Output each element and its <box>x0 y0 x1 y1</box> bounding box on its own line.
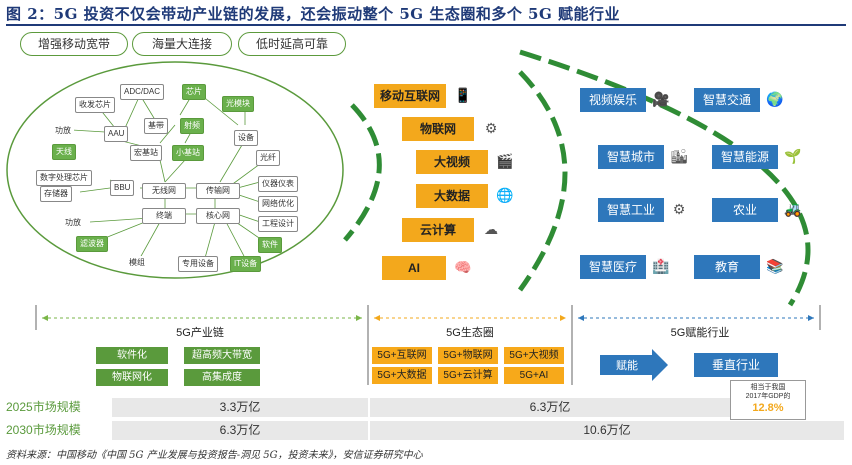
medical-icon: 🏥 <box>652 258 670 274</box>
chain-btn-iot: 物联网化 <box>96 369 168 386</box>
node-pa1: 功放 <box>52 124 74 138</box>
node-filter: 滤波器 <box>76 236 108 252</box>
node-net-opt: 网络优化 <box>258 196 298 212</box>
app-smart-medical: 智慧医疗 <box>580 255 646 279</box>
chain-btn-bandwidth: 超高频大带宽 <box>184 347 260 364</box>
node-it-equip: IT设备 <box>230 256 262 272</box>
eco-btn-bigdata: 5G+大数据 <box>372 367 432 384</box>
node-software: 软件 <box>258 237 282 253</box>
chain-ellipse <box>6 61 344 279</box>
eco-iot: 物联网 <box>402 117 474 141</box>
callout-line2: 2017年GDP的 <box>745 393 791 400</box>
eco-btn-ai: 5G+AI <box>504 367 564 384</box>
market-2025-label: 2025市场规模 <box>6 400 81 414</box>
node-rf: 射频 <box>180 118 204 134</box>
pill-embb: 增强移动宽带 <box>20 32 128 56</box>
cloud-icon: ☁ <box>484 221 498 237</box>
node-chip: 芯片 <box>182 84 206 100</box>
market-2025-rest: 6.3万亿 <box>370 398 730 417</box>
eco-left-arc <box>343 103 382 242</box>
market-2030-rest: 10.6万亿 <box>370 421 844 440</box>
empower-arrow <box>600 349 668 381</box>
data-globe-icon: 🌐 <box>496 187 514 203</box>
node-pa2: 功放 <box>62 216 84 230</box>
eco-right-arc <box>517 70 568 292</box>
source-note: 资料来源：中国移动《中国 5G 产业发展与投资报告-洞见 5G，投资未来》，安信… <box>6 450 423 461</box>
node-dsp: 数字处理芯片 <box>36 170 92 186</box>
eco-btn-internet: 5G+互联网 <box>372 347 432 364</box>
chain-btn-integration: 高集成度 <box>184 369 260 386</box>
app-education: 教育 <box>694 255 760 279</box>
title-divider <box>6 24 846 26</box>
eco-btn-video: 5G+大视频 <box>504 347 564 364</box>
app-video-entertainment: 视频娱乐 <box>580 88 646 112</box>
education-icon: 📚 <box>766 258 784 274</box>
node-module: 模组 <box>126 256 148 270</box>
node-transport-net: 传输网 <box>196 183 240 199</box>
node-wireless-net: 无线网 <box>142 183 186 199</box>
node-instrument: 仪器仪表 <box>258 176 298 192</box>
video-icon: 🎬 <box>496 153 514 169</box>
node-core-net: 核心网 <box>196 208 240 224</box>
section-eco-label: 5G生态圈 <box>446 327 494 339</box>
callout-line1: 相当于我国 <box>750 384 786 391</box>
market-2030-label: 2030市场规模 <box>6 423 81 437</box>
node-terminal: 终端 <box>142 208 186 224</box>
app-agriculture: 农业 <box>712 198 778 222</box>
node-small: 小基站 <box>172 145 204 161</box>
gdp-callout: 相当于我国 2017年GDP的 12.8% <box>730 380 806 420</box>
node-transceiver: 收发芯片 <box>75 97 115 113</box>
node-storage: 存储器 <box>40 186 72 202</box>
eco-video: 大视频 <box>416 150 488 174</box>
app-smart-industry: 智慧工业 <box>598 198 664 222</box>
iot-icon: ⚙ <box>484 120 498 136</box>
app-smart-energy: 智慧能源 <box>712 145 778 169</box>
globe-icon: 🌍 <box>766 91 784 107</box>
market-2030-chain: 6.3万亿 <box>112 421 368 440</box>
city-icon: 🏙 <box>670 148 688 164</box>
gears-icon: ⚙ <box>672 201 686 217</box>
callout-value: 12.8% <box>752 402 784 414</box>
node-aau: AAU <box>104 126 129 142</box>
camera-icon: 🎥 <box>652 91 670 107</box>
eco-bigdata: 大数据 <box>416 184 488 208</box>
ai-head-icon: 🧠 <box>454 259 472 275</box>
chain-btn-software: 软件化 <box>96 347 168 364</box>
phone-icon: 📱 <box>454 87 472 103</box>
app-smart-city: 智慧城市 <box>598 145 664 169</box>
market-2025-chain: 3.3万亿 <box>112 398 368 417</box>
eco-cloud: 云计算 <box>402 218 474 242</box>
eco-ai: AI <box>382 256 446 280</box>
node-antenna: 天线 <box>52 144 76 160</box>
chain-links <box>71 89 269 259</box>
pill-urllc: 低时延高可靠 <box>238 32 346 56</box>
node-eng-design: 工程设计 <box>258 216 298 232</box>
node-fiber: 光纤 <box>256 150 280 166</box>
node-special-equip: 专用设备 <box>178 256 218 272</box>
eco-mobile-internet: 移动互联网 <box>374 84 446 108</box>
node-adc: ADC/DAC <box>120 84 165 100</box>
vertical-industry-box: 垂直行业 <box>694 353 778 377</box>
node-device: 设备 <box>234 130 258 146</box>
section-chain-label: 5G产业链 <box>176 327 224 339</box>
node-bbu: BBU <box>110 180 135 196</box>
eco-btn-iot: 5G+物联网 <box>438 347 498 364</box>
node-optical-module: 光模块 <box>222 96 254 112</box>
section-industry-label: 5G赋能行业 <box>670 327 730 339</box>
tractor-icon: 🚜 <box>784 201 802 217</box>
energy-icon: 🌱 <box>784 148 802 164</box>
industry-outer-arc <box>519 49 811 307</box>
eco-btn-cloud: 5G+云计算 <box>438 367 498 384</box>
app-smart-traffic: 智慧交通 <box>694 88 760 112</box>
pill-mmtc: 海量大连接 <box>132 32 232 56</box>
figure-title: 图 2：5G 投资不仅会带动产业链的发展，还会振动整个 5G 生态圈和多个 5G… <box>6 5 621 23</box>
empower-label: 赋能 <box>616 360 638 372</box>
node-macro: 宏基站 <box>130 145 162 161</box>
node-substrate: 基带 <box>144 118 168 134</box>
